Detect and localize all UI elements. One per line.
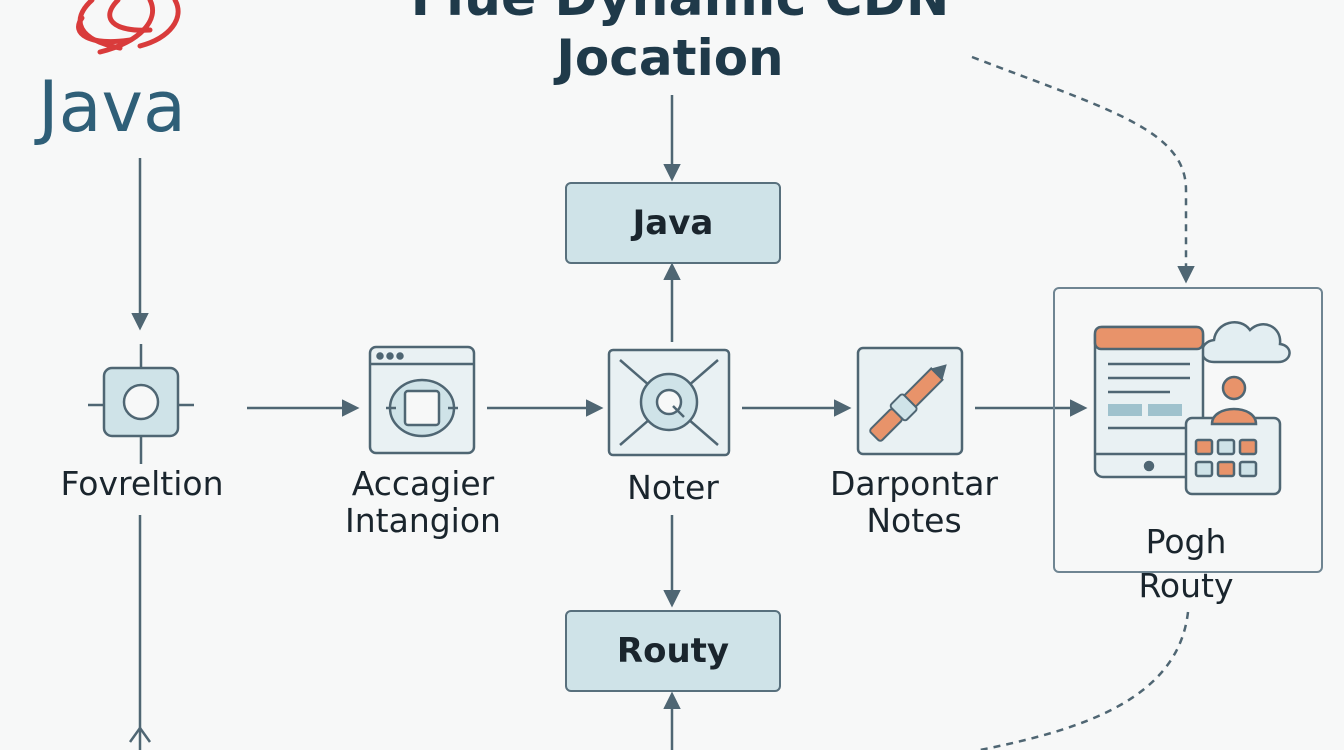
node-label-darpontar: Darpontar Notes	[830, 464, 998, 540]
gear-chip-icon	[88, 344, 194, 464]
box-routy-label: Routy	[616, 631, 730, 671]
browser-window-icon	[368, 345, 476, 455]
diagram-title-clipped: Flue Dynamic CDN	[330, 0, 1030, 26]
diagram-title: Flue Dynamic CDN	[330, 0, 1030, 26]
box-java[interactable]: Java	[565, 182, 781, 264]
pen-tool-icon	[856, 346, 964, 456]
dashed-arrow-to-panel	[971, 55, 1195, 284]
node-label-accagier: Accagier Intangion	[345, 464, 501, 540]
devices-cloud-icon	[1093, 321, 1291, 496]
box-routy[interactable]: Routy	[565, 610, 781, 692]
panel-label-line2: Routy	[1138, 566, 1234, 605]
java-logo-wordmark: Java	[38, 66, 186, 148]
arrow-left-bottom-head	[128, 725, 152, 743]
dashed-line-panel-bottom	[979, 611, 1190, 750]
node-label-fovreltion: Fovreltion	[60, 464, 224, 503]
panel-pogh-routy[interactable]	[1053, 287, 1323, 573]
panel-label-line1: Pogh	[1145, 522, 1227, 561]
box-java-label: Java	[632, 203, 714, 243]
java-flame-icon	[76, 0, 181, 55]
target-compass-icon	[607, 348, 731, 457]
node-label-noter: Noter	[627, 468, 719, 507]
diagram-subtitle: Jocation	[556, 29, 784, 87]
